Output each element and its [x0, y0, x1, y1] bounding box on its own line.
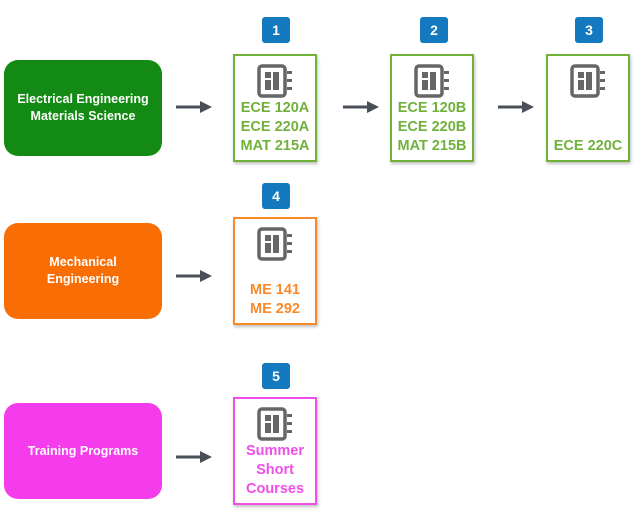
- course-code: ME 292: [250, 301, 300, 317]
- course-code: ME 141: [250, 282, 300, 298]
- course-code: MAT 215B: [397, 138, 467, 154]
- arrow-icon: [343, 101, 379, 113]
- course-code: ECE 220A: [240, 119, 310, 135]
- course-code: ECE 120A: [240, 100, 310, 116]
- program-label: Engineering: [46, 272, 120, 286]
- chip-icon: [257, 407, 292, 441]
- step-badge: 5: [262, 363, 290, 389]
- program-label: Mechanical: [49, 255, 117, 269]
- arrow-icon: [176, 101, 212, 113]
- step-badge: 3: [575, 17, 603, 43]
- chip-icon: [257, 64, 292, 98]
- arrow-icon: [498, 101, 534, 113]
- course-code: Summer: [245, 443, 305, 459]
- chip-icon: [570, 64, 605, 98]
- arrow-icon: [176, 451, 212, 463]
- program-label: Materials Science: [30, 109, 136, 123]
- course-code: ECE 120B: [397, 100, 467, 116]
- step-badge: 1: [262, 17, 290, 43]
- course-card-3: ECE 220C: [546, 54, 630, 162]
- course-code: Short: [256, 462, 294, 478]
- chip-icon: [414, 64, 449, 98]
- course-code: Courses: [245, 481, 305, 497]
- step-badge: 2: [420, 17, 448, 43]
- course-code: MAT 215A: [240, 138, 310, 154]
- chip-icon: [257, 227, 292, 261]
- course-card-4: ME 141 ME 292: [233, 217, 317, 325]
- course-card-2: ECE 120B ECE 220B MAT 215B: [390, 54, 474, 162]
- arrow-icon: [176, 270, 212, 282]
- program-training: Training Programs: [4, 403, 162, 499]
- step-badge: 4: [262, 183, 290, 209]
- program-label: Electrical Engineering: [17, 92, 149, 106]
- course-code: ECE 220B: [397, 119, 467, 135]
- program-label: Training Programs: [27, 443, 139, 458]
- course-card-1: ECE 120A ECE 220A MAT 215A: [233, 54, 317, 162]
- course-code: ECE 220C: [553, 138, 623, 154]
